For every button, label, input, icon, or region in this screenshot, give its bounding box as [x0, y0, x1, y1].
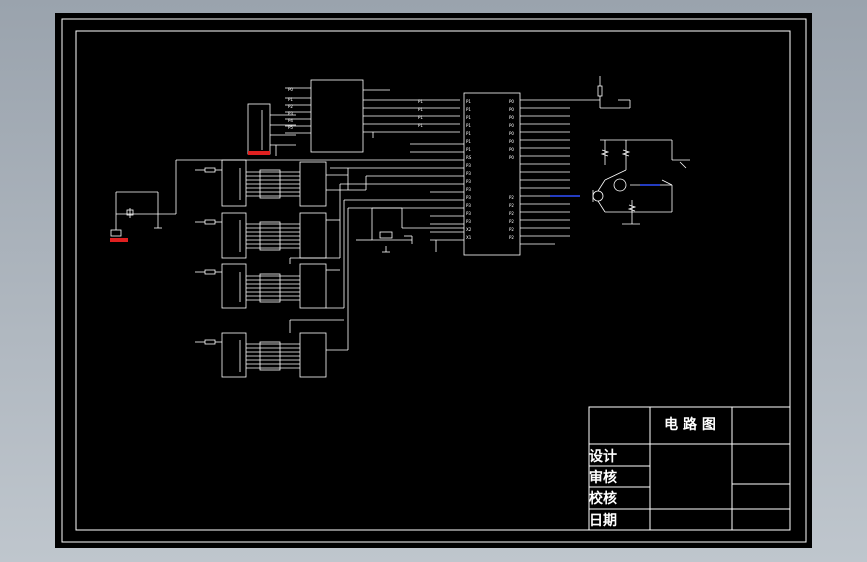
- svg-text:P3: P3: [466, 179, 471, 184]
- svg-text:P2: P2: [509, 211, 514, 216]
- svg-text:P1: P1: [466, 123, 471, 128]
- svg-text:P3: P3: [466, 195, 471, 200]
- svg-text:X1: X1: [466, 235, 472, 240]
- svg-text:P2: P2: [509, 235, 514, 240]
- svg-text:P0: P0: [509, 107, 514, 112]
- date-label: 日期: [589, 513, 617, 529]
- svg-text:RS: RS: [466, 155, 472, 160]
- svg-text:P3: P3: [466, 171, 471, 176]
- svg-text:P1: P1: [418, 123, 423, 128]
- svg-text:P0: P0: [509, 155, 514, 160]
- svg-text:P2: P2: [509, 195, 514, 200]
- svg-text:P1: P1: [418, 107, 423, 112]
- drawing-title: 电 路 图: [664, 416, 716, 433]
- svg-text:P5: P5: [288, 125, 293, 130]
- svg-text:P1: P1: [466, 131, 471, 136]
- svg-text:P1: P1: [466, 139, 471, 144]
- svg-text:P0: P0: [509, 115, 514, 120]
- svg-text:P3: P3: [466, 219, 471, 224]
- reviewer-label: 审核: [589, 469, 617, 486]
- svg-text:P3: P3: [466, 203, 471, 208]
- svg-text:P3: P3: [466, 211, 471, 216]
- svg-text:P1: P1: [418, 115, 423, 120]
- outer-border: [61, 18, 807, 543]
- svg-text:P2: P2: [288, 104, 293, 109]
- svg-text:P2: P2: [509, 227, 514, 232]
- svg-text:P0: P0: [509, 131, 514, 136]
- svg-text:P0: P0: [509, 147, 514, 152]
- svg-text:P0: P0: [509, 139, 514, 144]
- svg-text:X2: X2: [466, 227, 472, 232]
- svg-text:P3: P3: [466, 163, 471, 168]
- svg-text:P1: P1: [418, 99, 423, 104]
- inner-border: [75, 30, 791, 531]
- svg-text:P2: P2: [509, 203, 514, 208]
- title-block: [588, 406, 791, 531]
- svg-text:P2: P2: [509, 219, 514, 224]
- svg-text:P3: P3: [466, 187, 471, 192]
- svg-text:P1: P1: [466, 115, 471, 120]
- svg-text:P1: P1: [466, 107, 471, 112]
- svg-text:P4: P4: [288, 118, 293, 123]
- checker-label: 校核: [589, 490, 617, 507]
- svg-text:P1: P1: [466, 147, 471, 152]
- svg-text:P1: P1: [288, 97, 293, 102]
- schematic: [110, 76, 690, 378]
- svg-text:P0: P0: [288, 87, 293, 92]
- svg-text:P0: P0: [509, 99, 514, 104]
- svg-text:P1: P1: [466, 99, 471, 104]
- mcu-chip: [463, 92, 521, 256]
- designer-label: 设计: [589, 448, 617, 465]
- red-tag-power: [110, 238, 128, 242]
- svg-text:P0: P0: [509, 123, 514, 128]
- pin-annotations: P0 P1 P2 P3 P4 P5 P1 P1 P1 P1 P1 P1 P1 P…: [288, 87, 514, 240]
- drawing-sheet: [55, 13, 812, 548]
- svg-text:P3: P3: [288, 111, 293, 116]
- red-tag-connector: [248, 151, 270, 155]
